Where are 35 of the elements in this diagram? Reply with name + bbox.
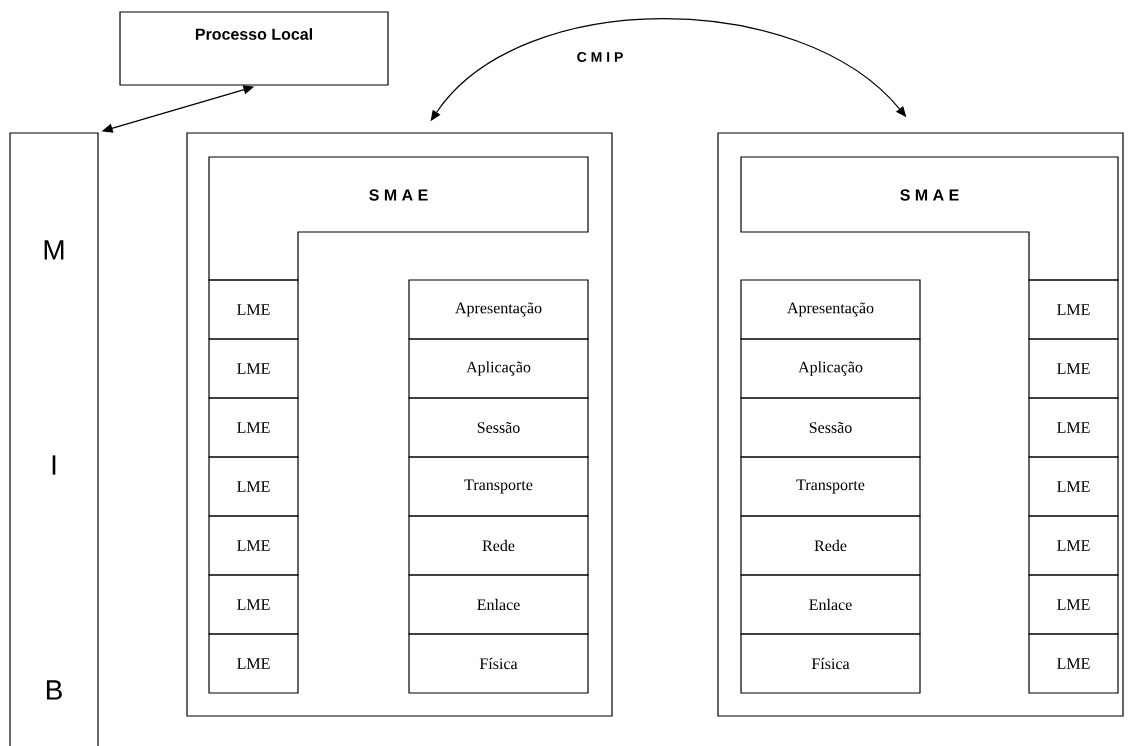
layer-box: LME: [208, 515, 299, 576]
edge-label: C M I P: [574, 50, 626, 64]
smae-block: S M A E: [740, 156, 1119, 281]
layer-box: LME: [208, 456, 299, 517]
layer-box: LME: [1028, 338, 1119, 399]
layer-box: Física: [740, 633, 921, 694]
layer-box: LME: [1028, 279, 1119, 340]
layer-box: LME: [208, 397, 299, 458]
layer-box: Física: [408, 633, 589, 694]
layer-box: Sessão: [740, 397, 921, 458]
layer-box: LME: [208, 338, 299, 399]
layer-box: Transporte: [740, 456, 921, 517]
layer-box: Rede: [740, 515, 921, 576]
layer-box: LME: [1028, 633, 1119, 694]
smae-block: S M A E: [208, 156, 589, 281]
layer-box: Rede: [408, 515, 589, 576]
layer-box: Apresentação: [408, 279, 589, 340]
layer-box: Aplicação: [740, 338, 921, 399]
system-box: [717, 132, 1124, 717]
layer-box: LME: [208, 279, 299, 340]
layer-box: LME: [208, 633, 299, 694]
mib-column: M I B: [9, 132, 99, 746]
layer-box: Enlace: [740, 574, 921, 635]
layer-box: LME: [208, 574, 299, 635]
layer-box: LME: [1028, 456, 1119, 517]
layer-box: Aplicação: [408, 338, 589, 399]
layer-box: LME: [1028, 574, 1119, 635]
layer-box: Apresentação: [740, 279, 921, 340]
layer-box: Enlace: [408, 574, 589, 635]
layer-box: Sessão: [408, 397, 589, 458]
layer-box: LME: [1028, 515, 1119, 576]
layer-box: LME: [1028, 397, 1119, 458]
system-box: [186, 132, 613, 717]
layer-box: Transporte: [408, 456, 589, 517]
process-box: Processo Local: [119, 11, 389, 86]
